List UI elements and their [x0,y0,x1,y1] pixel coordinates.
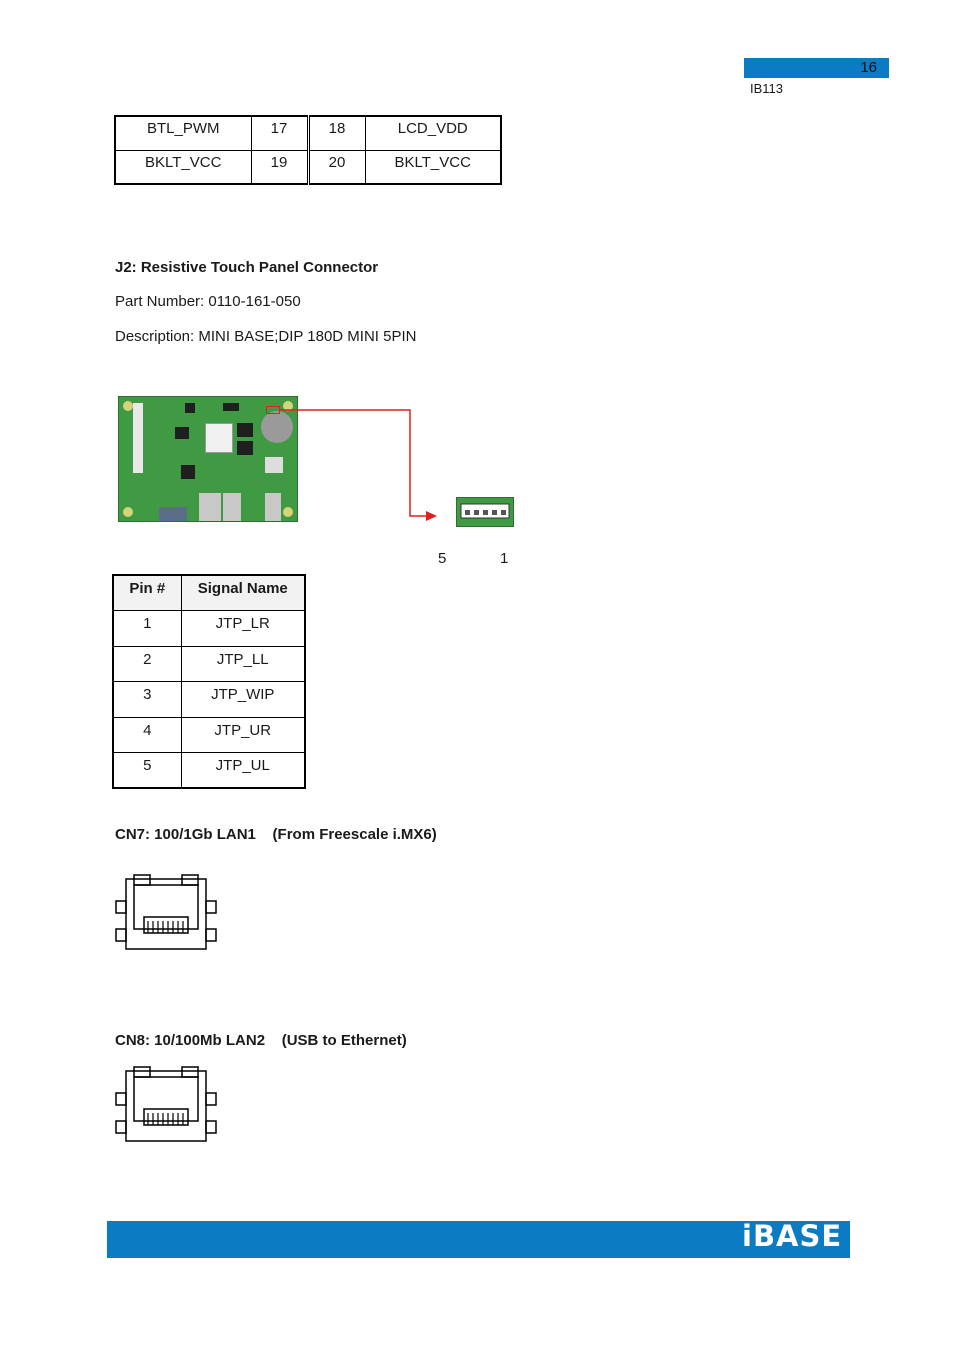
board-image [118,396,298,522]
cn7-heading: CN7: 100/1Gb LAN1 (From Freescale i.MX6) [115,826,437,843]
table-cell: LCD_VDD [364,115,502,151]
table-row: BTL_PWM 17 18 LCD_VDD [114,115,502,151]
table-cell: JTP_UL [180,752,306,789]
pin-label-1: 1 [500,550,509,567]
pin-label-5: 5 [438,550,447,567]
lcd-pin-table: BTL_PWM 17 18 LCD_VDD BKLT_VCC 19 20 BKL… [114,115,502,185]
table-cell: 2 [112,645,182,682]
table-cell: 5 [112,752,182,789]
ibase-logo: iBASE [742,1219,843,1253]
cn8-heading: CN8: 10/100Mb LAN2 (USB to Ethernet) [115,1032,407,1049]
column-header: Signal Name [180,574,306,611]
table-row: 1 JTP_LR [112,610,306,647]
table-cell: 17 [250,115,309,151]
table-row: 2 JTP_LL [112,645,306,682]
rj45-connector-icon [115,1066,217,1142]
table-cell: JTP_LR [180,610,306,647]
connector-icon [456,497,514,527]
rj45-connector-icon [115,874,217,950]
page-number-badge: 16 [744,58,889,78]
footer-bar [107,1221,850,1258]
table-cell: 19 [250,149,309,185]
table-header-row: Pin # Signal Name [112,574,306,611]
j2-part-number: Part Number: 0110-161-050 [115,293,301,310]
table-cell: JTP_UR [180,716,306,753]
table-row: 5 JTP_UL [112,752,306,789]
table-cell: 3 [112,681,182,718]
table-cell: BKLT_VCC [364,149,502,185]
table-cell: 1 [112,610,182,647]
table-row: 4 JTP_UR [112,716,306,753]
table-cell: JTP_LL [180,645,306,682]
j2-signal-table: Pin # Signal Name 1 JTP_LR 2 JTP_LL 3 JT… [112,574,306,789]
table-cell: 20 [306,149,366,185]
table-cell: BTL_PWM [114,115,252,151]
j2-description: Description: MINI BASE;DIP 180D MINI 5PI… [115,328,417,345]
table-row: BKLT_VCC 19 20 BKLT_VCC [114,149,502,185]
table-cell: 4 [112,716,182,753]
table-row: 3 JTP_WIP [112,681,306,718]
model-label: IB113 [750,81,784,96]
j2-heading: J2: Resistive Touch Panel Connector [115,259,379,276]
table-cell: 18 [306,115,366,151]
column-header: Pin # [112,574,182,611]
table-cell: JTP_WIP [180,681,306,718]
table-cell: BKLT_VCC [114,149,252,185]
